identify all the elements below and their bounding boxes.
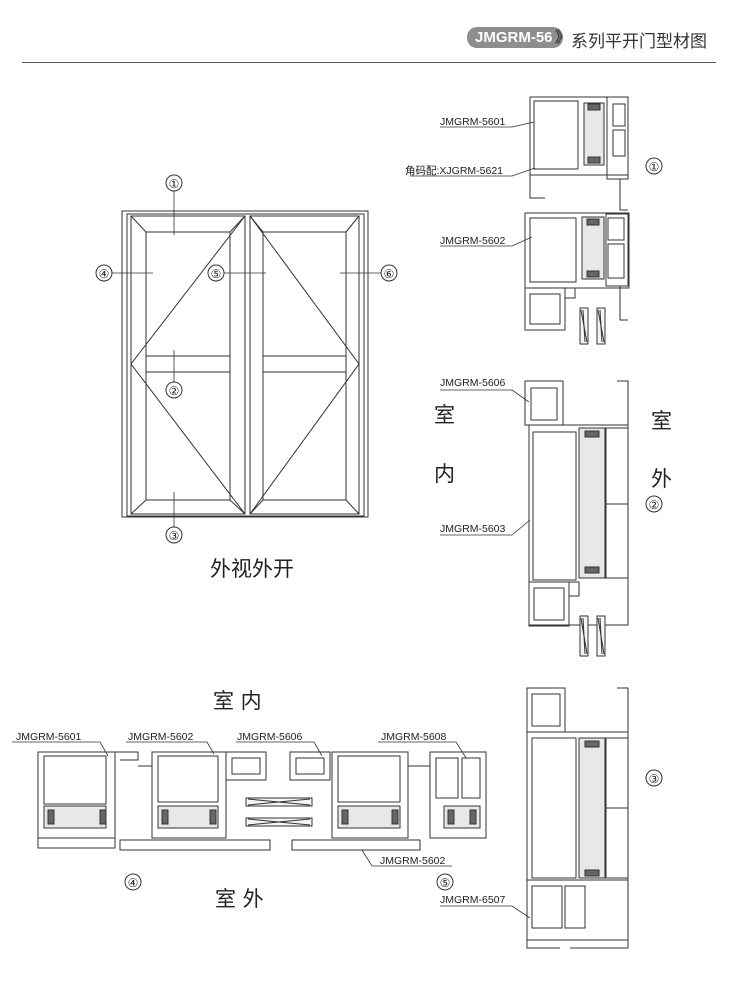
- label-5608-h: JMGRM-5608: [381, 731, 447, 743]
- vertical-leaders: [410, 121, 536, 919]
- marker-6: ⑥: [384, 267, 395, 281]
- v-marker-1: ①: [649, 160, 660, 174]
- inside-label-1: 室: [434, 403, 455, 427]
- inside-label-2: 内: [434, 462, 455, 486]
- label-corner-5621: 角码配:XJGRM-5621: [405, 165, 503, 177]
- outside-label-1: 室: [651, 409, 672, 433]
- horizontal-outside-caption: 室 外: [215, 887, 264, 911]
- label-5601-h: JMGRM-5601: [16, 731, 82, 743]
- page-header: JMGRM-56 》 系列平开门型材图: [0, 0, 737, 62]
- elevation-markers: ① ② ③ ④ ⑤ ⑥: [95, 174, 398, 544]
- vertical-section-labels: JMGRM-5601 角码配:XJGRM-5621 JMGRM-5602 JMG…: [405, 116, 506, 906]
- label-5606-v: JMGRM-5606: [440, 377, 506, 389]
- page-title: 系列平开门型材图: [571, 32, 707, 52]
- label-6507-v: JMGRM-6507: [440, 894, 506, 906]
- vertical-section: [524, 96, 630, 949]
- elevation-leaders: [112, 191, 381, 527]
- v-marker-3: ③: [649, 772, 660, 786]
- header-divider: [22, 62, 716, 63]
- outside-label-2: 外: [651, 467, 672, 491]
- vertical-markers: ① ② ③: [645, 157, 663, 787]
- horizontal-inside-caption: 室 内: [213, 689, 262, 713]
- horizontal-section: [37, 751, 487, 851]
- v-marker-2: ②: [649, 498, 660, 512]
- label-5602-h-bottom: JMGRM-5602: [380, 855, 446, 867]
- h-marker-5: ⑤: [440, 876, 451, 890]
- chevron-icon: 》: [555, 29, 571, 46]
- marker-2: ②: [169, 384, 180, 398]
- elevation-caption: 外视外开: [210, 557, 294, 581]
- horizontal-markers: ④ ⑤: [124, 873, 454, 891]
- marker-1: ①: [169, 177, 180, 191]
- marker-5: ⑤: [211, 267, 222, 281]
- series-badge: JMGRM-56: [467, 27, 563, 48]
- marker-3: ③: [169, 529, 180, 543]
- marker-4: ④: [99, 267, 110, 281]
- door-elevation: [121, 210, 369, 518]
- h-marker-4: ④: [128, 876, 139, 890]
- label-5601-v: JMGRM-5601: [440, 116, 506, 128]
- label-5603-v: JMGRM-5603: [440, 523, 506, 535]
- horizontal-leaders: [12, 741, 467, 867]
- label-5606-h: JMGRM-5606: [237, 731, 303, 743]
- label-5602-v: JMGRM-5602: [440, 235, 506, 247]
- horizontal-section-labels: JMGRM-5601 JMGRM-5602 JMGRM-5606 JMGRM-5…: [16, 731, 447, 867]
- label-5602-h: JMGRM-5602: [128, 731, 194, 743]
